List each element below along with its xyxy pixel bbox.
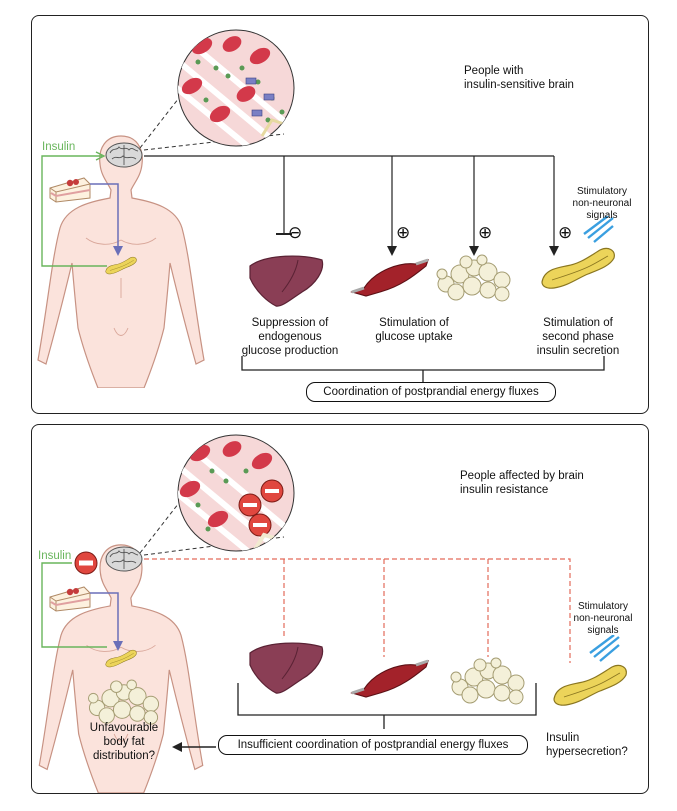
- blood-path-arrowhead: [113, 641, 123, 651]
- signals-label: Stimulatory non-neuronal signals: [572, 186, 632, 221]
- brain-icon: [105, 142, 143, 168]
- signals-label: Stimulatory non-neuronal signals: [573, 601, 633, 636]
- cake-icon: [49, 177, 91, 203]
- pancreas-icon: [541, 247, 615, 289]
- insulin-sensitive-panel: People with insulin-sensitive brain Insu…: [31, 15, 649, 414]
- blood-brain-barrier-magnified-view: [177, 29, 295, 147]
- brain-insulin-resistance-panel: People affected by brain insulin resista…: [31, 424, 649, 794]
- insulin-arrowhead: [95, 151, 106, 161]
- effect-label-secretion: Stimulation of second phase insulin secr…: [536, 317, 620, 357]
- blood-glucose-path: [90, 183, 119, 252]
- top-diagram: [37, 29, 615, 388]
- effect-label-uptake: Stimulation of glucose uptake: [375, 317, 453, 343]
- impaired-signal-lines: [144, 558, 571, 663]
- insulin-loop-line: [41, 562, 107, 648]
- insufficient-coordination-summary: Insufficient coordination of postprandia…: [218, 735, 528, 755]
- bottom-diagram: [38, 434, 627, 793]
- sign-stimulate: ⊕: [558, 223, 573, 242]
- pancreas-arrowhead: [549, 246, 559, 256]
- cake-icon: [49, 586, 91, 612]
- insulin-loop-line: [41, 155, 107, 267]
- fat-arrowhead: [469, 246, 479, 256]
- zoom-line: [139, 498, 183, 554]
- fat-tissue-icon: [436, 254, 511, 302]
- panel-title: People with insulin-sensitive brain: [464, 65, 574, 91]
- outcome-arrowhead: [172, 742, 182, 752]
- liver-icon: [249, 642, 324, 694]
- blood-path-arrowhead: [113, 246, 123, 256]
- fat-distribution-outcome: Unfavourable body fat distribution?: [89, 722, 159, 762]
- blood-glucose-path: [90, 592, 119, 647]
- insulin-label: Insulin: [38, 550, 72, 562]
- zoom-line: [139, 93, 183, 149]
- human-body-figure: [37, 135, 205, 388]
- fat-tissue-icon: [450, 657, 525, 705]
- panel-title: People affected by brain insulin resista…: [460, 470, 584, 496]
- blood-brain-barrier-magnified-view: [177, 434, 295, 552]
- brain-icon: [105, 546, 143, 572]
- sign-stimulate: ⊕: [396, 223, 411, 242]
- muscle-arrowhead: [387, 246, 397, 256]
- insulin-hypersecretion-outcome: Insulin hypersecretion?: [546, 732, 628, 758]
- effect-label-liver: Suppression of endogenous glucose produc…: [241, 317, 339, 357]
- insulin-block-icon: [74, 551, 98, 575]
- liver-icon: [249, 255, 324, 307]
- summary-bracket: [241, 356, 605, 382]
- muscle-icon: [350, 659, 430, 699]
- insulin-label: Insulin: [42, 141, 76, 153]
- sign-inhibit: ⊖: [288, 223, 303, 242]
- pancreas-icon: [553, 664, 627, 706]
- summary-bracket: [237, 683, 537, 729]
- signal-arrows-icon: [588, 635, 621, 663]
- coordination-summary: Coordination of postprandial energy flux…: [306, 382, 556, 402]
- muscle-icon: [350, 258, 430, 298]
- sign-stimulate: ⊕: [478, 223, 493, 242]
